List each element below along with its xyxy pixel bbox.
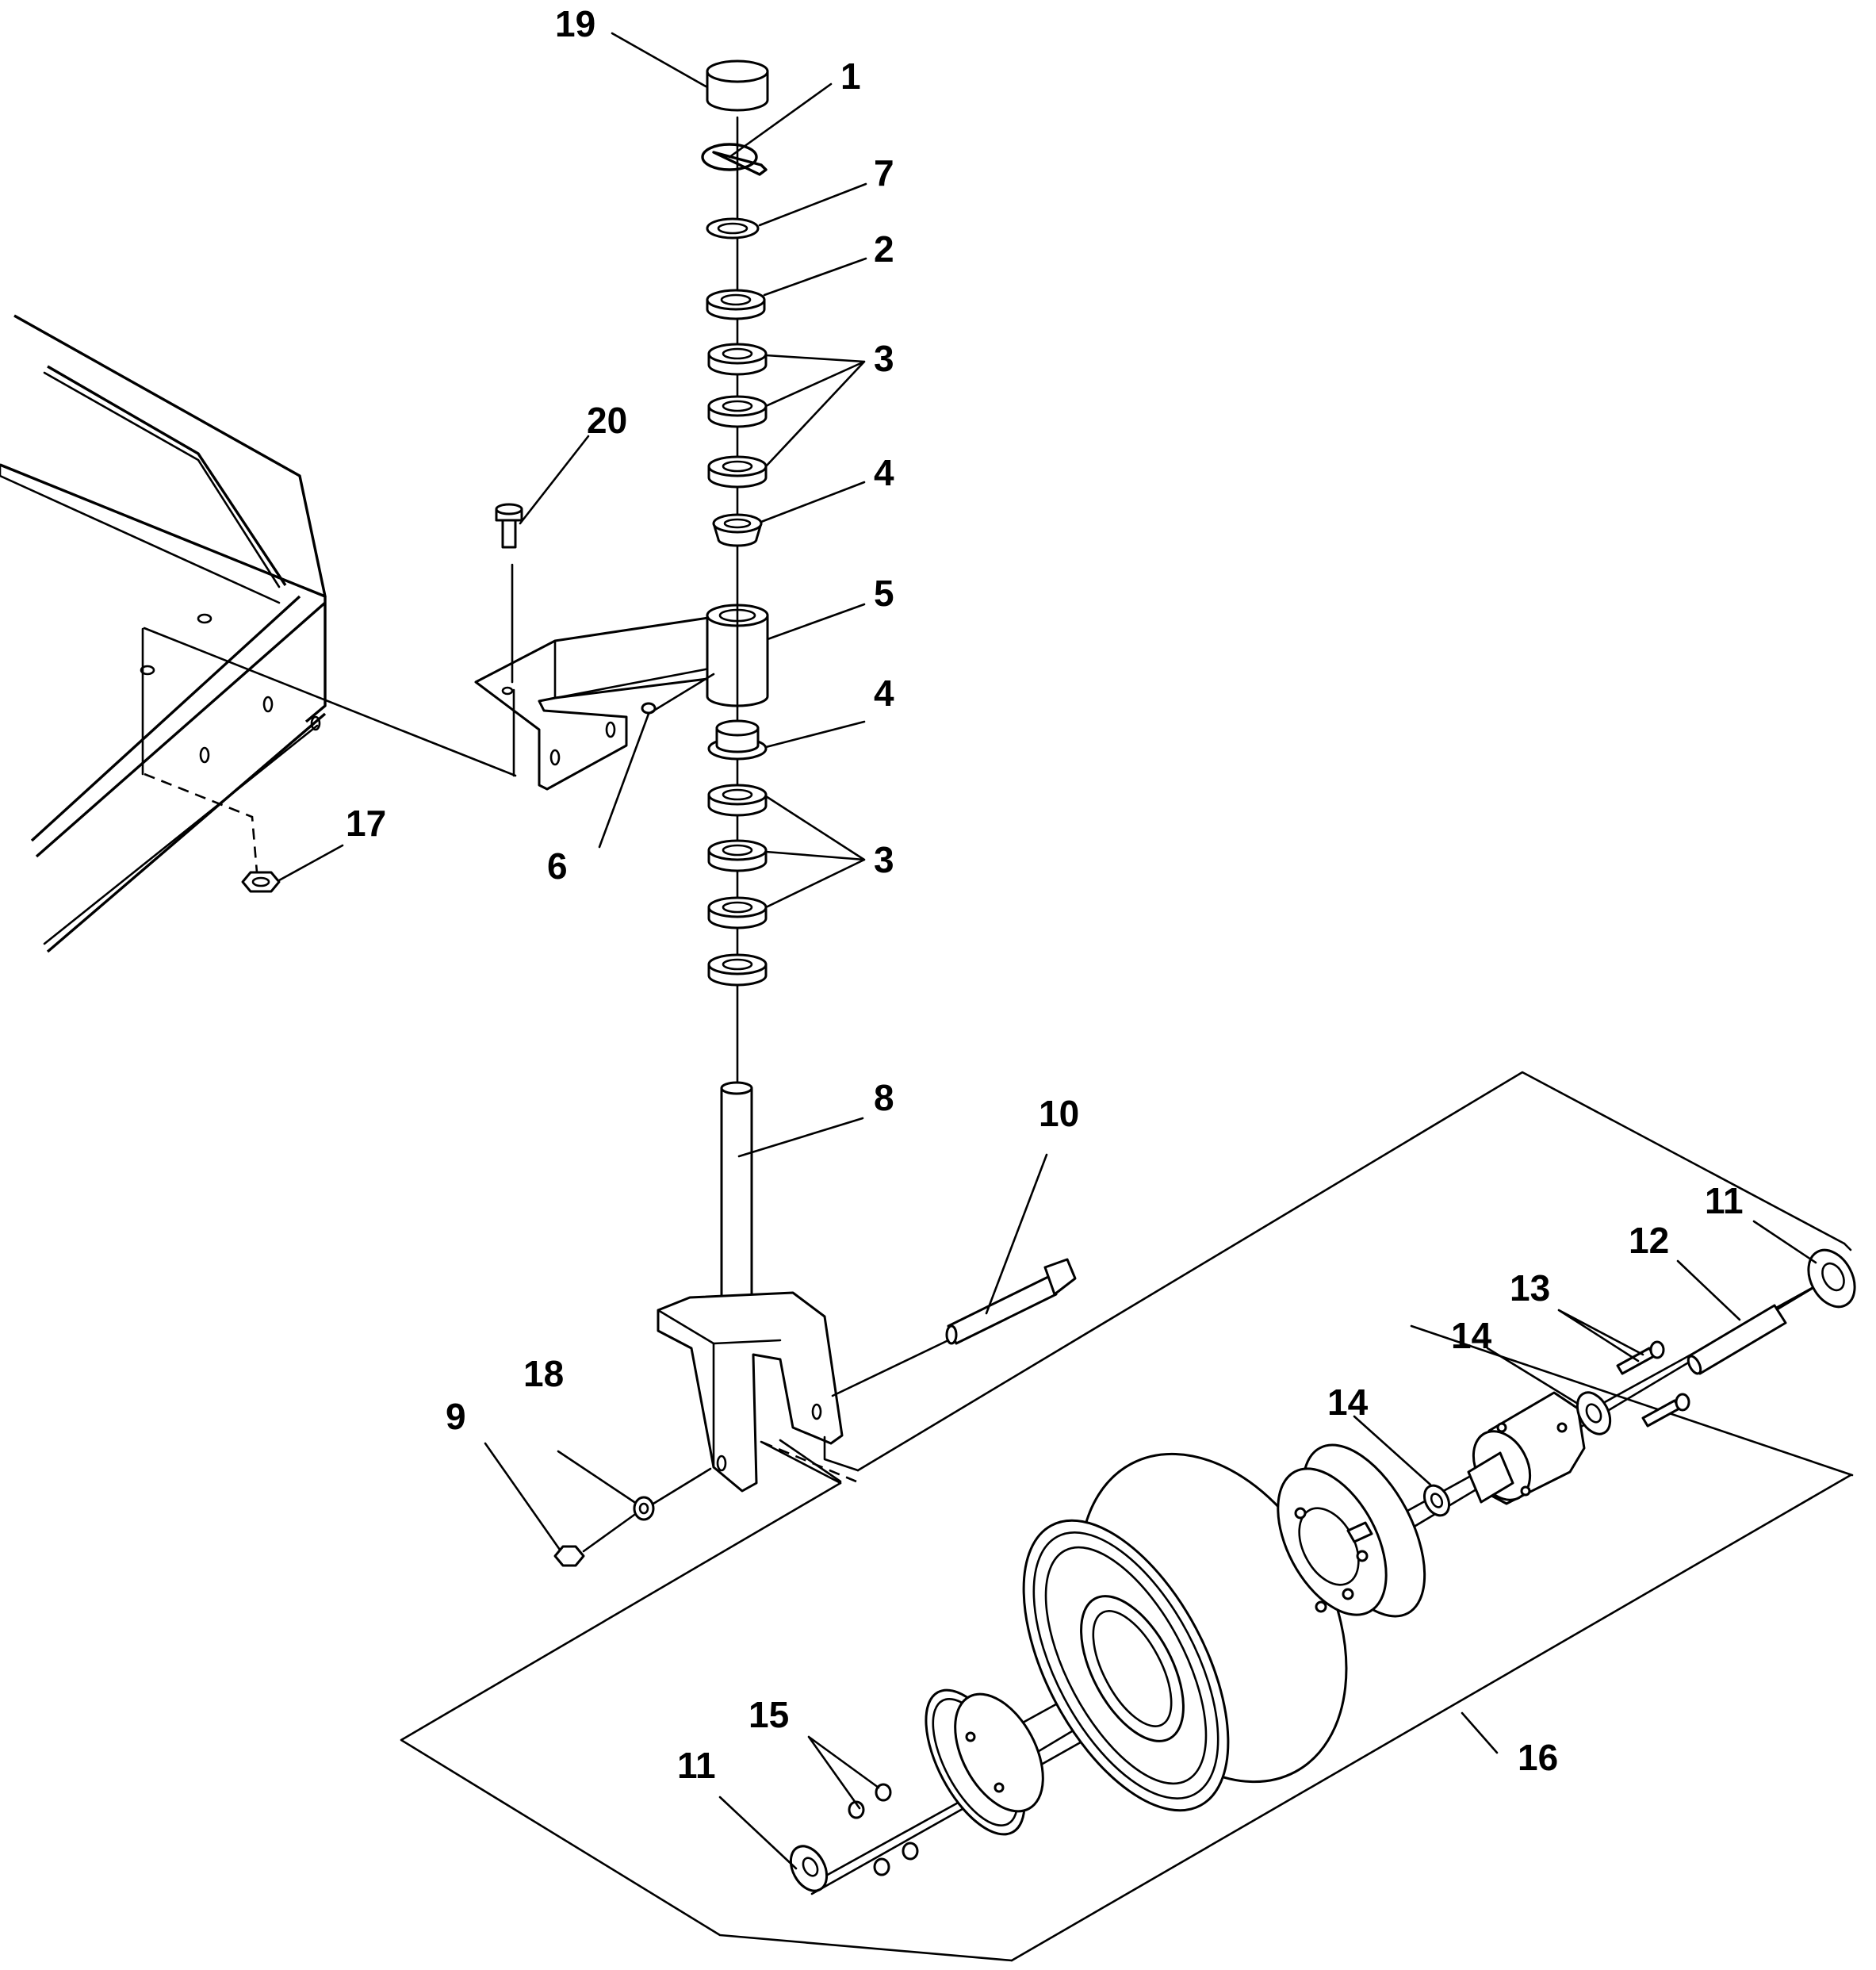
callout-19: 19 <box>555 3 595 44</box>
callout-5: 5 <box>874 573 894 614</box>
axle-bolt-10 <box>945 1258 1077 1345</box>
hub-flange <box>1467 1391 1586 1505</box>
bearing-11-left <box>789 1845 829 1892</box>
callout-14-upper: 14 <box>1451 1315 1492 1356</box>
callout-2: 2 <box>874 228 894 270</box>
callout-17: 17 <box>346 803 386 844</box>
bearing-14-upper <box>1575 1391 1612 1435</box>
callout-4-upper: 4 <box>874 452 894 493</box>
spacer-stack-lower <box>707 784 768 987</box>
callout-20: 20 <box>587 400 627 441</box>
callout-11-right: 11 <box>1705 1180 1744 1221</box>
wheel-assembly-outline <box>400 1071 1854 1962</box>
callout-13: 13 <box>1510 1267 1550 1309</box>
callout-7: 7 <box>874 152 894 194</box>
nut-17 <box>241 871 281 893</box>
hairpin-clip-1 <box>701 143 768 176</box>
caster-fork-8 <box>657 1081 844 1493</box>
washer-7 <box>706 217 760 240</box>
callout-10: 10 <box>1039 1093 1079 1134</box>
callout-3-upper: 3 <box>874 338 894 379</box>
bolts-13 <box>1616 1340 1690 1428</box>
mower-deck <box>0 314 517 953</box>
callout-labels: 19 1 7 2 3 20 4 5 4 17 6 3 8 10 11 12 13… <box>346 3 1744 1786</box>
bearing-11-right <box>1807 1248 1856 1309</box>
spacer-tube-12 <box>1686 1304 1787 1375</box>
spacer-2 <box>706 289 766 320</box>
callout-12: 12 <box>1629 1220 1669 1261</box>
callout-15: 15 <box>748 1694 789 1735</box>
cap-19 <box>706 59 769 112</box>
callout-11-left: 11 <box>677 1745 716 1786</box>
nuts-15 <box>848 1783 919 1876</box>
bushing-4-lower <box>707 719 768 761</box>
axle-line-9 <box>582 1467 712 1553</box>
callout-16: 16 <box>1518 1737 1558 1778</box>
callout-14-lower: 14 <box>1327 1382 1369 1423</box>
callout-8: 8 <box>874 1077 894 1118</box>
rim-half-right <box>1277 1443 1426 1618</box>
callout-9: 9 <box>446 1396 466 1437</box>
rim-half-left <box>925 1688 1044 1836</box>
caster-pivot-bracket <box>474 604 769 791</box>
bearing-14-lower <box>1422 1484 1451 1517</box>
nut-9 <box>553 1545 585 1567</box>
callout-3-lower: 3 <box>874 839 894 880</box>
callout-6: 6 <box>547 845 568 887</box>
leader-lines <box>278 32 1817 1870</box>
bolt-20 <box>495 503 523 549</box>
spacer-stack-upper <box>707 343 768 489</box>
bushing-4-upper <box>712 513 763 547</box>
callout-1: 1 <box>840 56 861 97</box>
axle-line-10 <box>831 1339 950 1397</box>
callout-18: 18 <box>523 1353 564 1394</box>
washer-18 <box>633 1496 655 1521</box>
callout-4-lower: 4 <box>874 673 894 714</box>
